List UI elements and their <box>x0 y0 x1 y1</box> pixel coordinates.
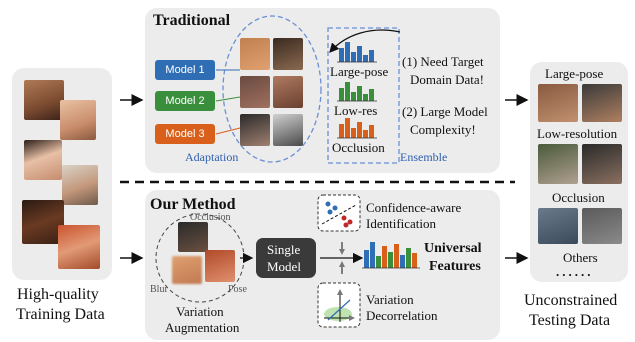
test-face-1 <box>538 84 578 122</box>
test-face-5 <box>538 208 578 244</box>
aug-label-blur: Blur <box>150 284 168 295</box>
decorrelation-line1: Variation <box>366 292 414 307</box>
training-face-1 <box>24 80 64 120</box>
test-ellipsis: ...... <box>556 264 594 279</box>
training-face-4 <box>62 165 98 205</box>
adapt-face-4 <box>273 76 303 108</box>
adapt-face-5 <box>240 114 270 146</box>
aug-face-blur <box>172 256 202 284</box>
training-face-6 <box>58 225 100 269</box>
ensemble-label: Ensemble <box>400 150 448 164</box>
link-model-3 <box>215 127 241 135</box>
model-1-box: Model 1 <box>155 60 215 80</box>
adaptation-ellipse <box>222 15 322 163</box>
test-face-6 <box>582 208 622 244</box>
confidence-line2: Identification <box>366 216 437 231</box>
universal-line1: Universal <box>424 241 482 256</box>
condition-large-pose: Large-pose <box>330 64 389 79</box>
aug-label-pose: Pose <box>228 284 247 295</box>
training-face-3 <box>24 140 62 180</box>
aug-face-pose <box>205 250 235 282</box>
confidence-line1: Confidence-aware <box>366 200 462 215</box>
training-caption-line2: Training Data <box>16 306 105 323</box>
single-model-line2: Model <box>267 259 301 274</box>
test-cat-low-resolution: Low-resolution <box>537 126 618 141</box>
method-title: Our Method <box>150 196 236 213</box>
test-face-2 <box>582 84 622 122</box>
ensemble-box <box>327 27 400 164</box>
note-1-line2: Domain Data! <box>410 72 485 87</box>
adapt-face-3 <box>240 76 270 108</box>
model-3-box: Model 3 <box>155 124 215 144</box>
note-2-line1: (2) Large Model <box>402 104 488 119</box>
aug-label-occlusion: Occlusion <box>190 212 231 223</box>
training-face-5 <box>22 200 64 244</box>
model-1-label: Model 1 <box>165 64 205 76</box>
traditional-title: Traditional <box>153 12 231 29</box>
adapt-face-2 <box>273 38 303 70</box>
note-1-line1: (1) Need Target <box>402 54 484 69</box>
traditional-panel <box>145 8 500 173</box>
test-face-4 <box>582 144 622 184</box>
adapt-face-1 <box>240 38 270 70</box>
adaptation-label: Adaptation <box>185 150 239 164</box>
model-2-box: Model 2 <box>155 91 215 111</box>
training-caption-line1: High-quality <box>17 286 99 303</box>
note-2-line2: Complexity! <box>410 122 476 137</box>
universal-line2: Features <box>429 259 481 274</box>
test-cat-large-pose: Large-pose <box>545 66 604 81</box>
bars-low-res <box>339 82 374 101</box>
test-cat-others: Others <box>563 250 598 265</box>
bars-occlusion <box>339 118 374 138</box>
test-face-3 <box>538 144 578 184</box>
condition-occlusion: Occlusion <box>332 140 385 155</box>
model-3-label: Model 3 <box>165 128 205 140</box>
single-model-box <box>256 238 316 278</box>
link-model-2 <box>215 96 241 102</box>
aug-face-occlusion <box>178 222 208 252</box>
training-face-2 <box>60 100 96 140</box>
testing-caption-line1: Unconstrained <box>524 292 618 309</box>
test-cat-occlusion: Occlusion <box>552 190 605 205</box>
feedback-arrow <box>329 29 401 53</box>
adapt-face-6 <box>273 114 303 146</box>
bars-large-pose <box>339 42 374 62</box>
condition-low-res: Low-res <box>334 103 378 118</box>
model-2-label: Model 2 <box>165 95 205 107</box>
aug-caption-line1: Variation <box>176 304 224 319</box>
aug-caption-line2: Augmentation <box>165 320 240 335</box>
testing-caption-line2: Testing Data <box>529 312 611 329</box>
single-model-line1: Single <box>267 242 301 257</box>
decorrelation-line2: Decorrelation <box>366 308 438 323</box>
